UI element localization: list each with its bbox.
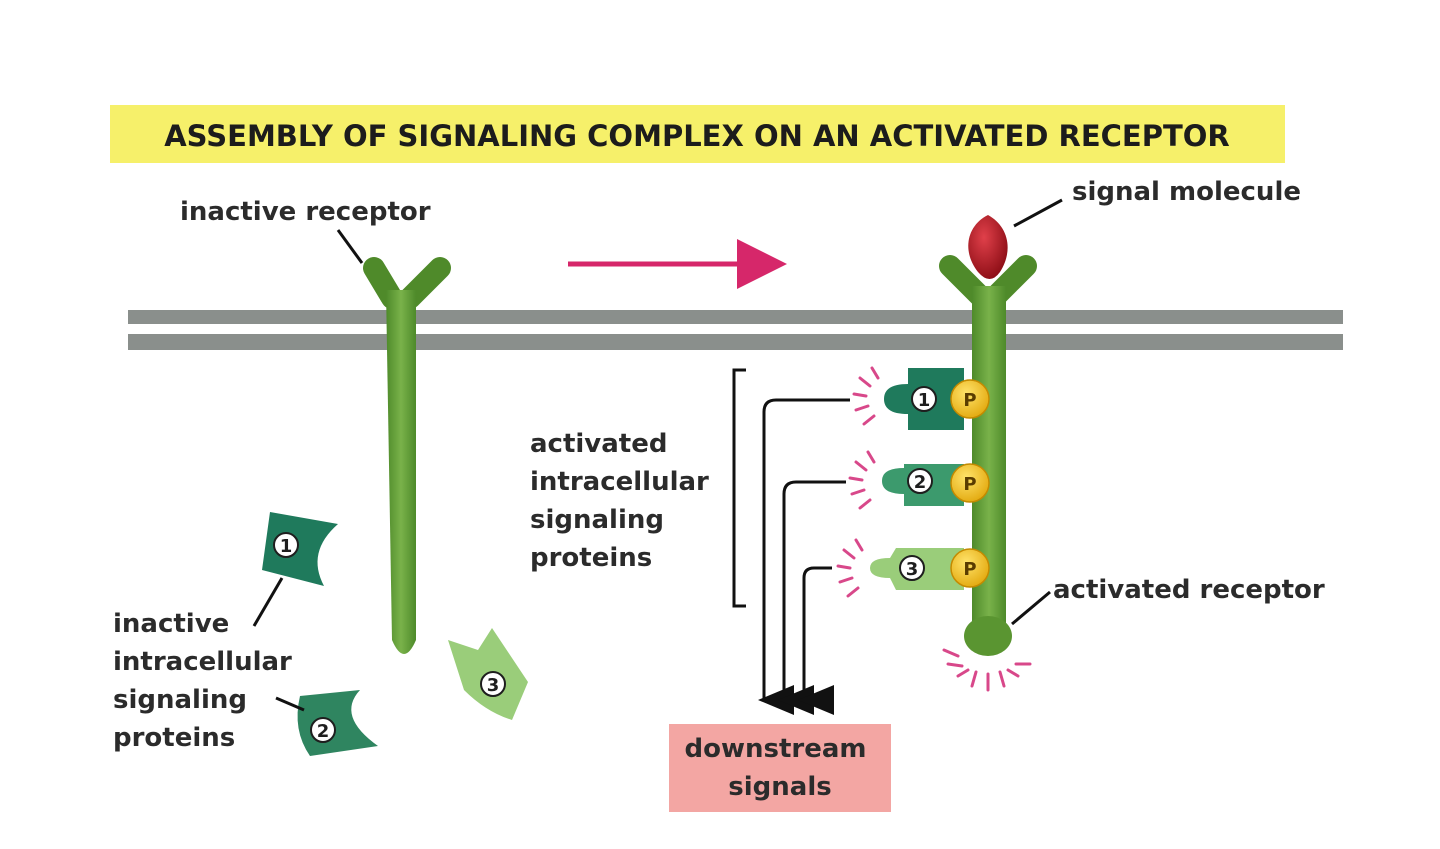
protein-1-activation-marks [852,366,880,426]
inactive-proteins-pointer-1 [252,577,284,627]
inactive-receptor-pointer [336,229,364,264]
protein-number: 2 [914,472,927,493]
downstream-arrows [758,398,850,715]
inactive-protein-1: 1 [262,512,338,586]
docked-protein-2: 2 [882,464,964,506]
title-highlight [110,105,1285,163]
protein-number: 1 [280,536,293,557]
inactive-proteins-label: inactive intracellular signaling protein… [113,609,301,753]
protein-number: 3 [906,559,919,580]
protein-number: 2 [317,721,330,742]
inactive-receptor [363,257,451,654]
signal-molecule-pointer [1013,198,1063,228]
cell-membrane [128,310,1343,350]
phosphate-label: P [963,559,976,580]
inactive-protein-2: 2 [297,690,378,756]
signal-molecule [968,215,1008,279]
diagram-title: ASSEMBLY OF SIGNALING COMPLEX ON AN ACTI… [164,119,1230,153]
receptor-activation-marks [942,648,1032,692]
inactive-receptor-label: inactive receptor [180,197,431,227]
docked-protein-1: 1 [884,368,964,430]
phosphate-label: P [963,474,976,495]
downstream-signals-box [669,724,891,812]
signal-molecule-label: signal molecule [1072,177,1301,207]
phosphate-3 [950,548,990,588]
downstream-signals-label: downstream signals [684,734,875,802]
phosphate-label: P [963,390,976,411]
activated-proteins-label: activated intracellular signaling protei… [530,429,718,573]
protein-number: 3 [487,675,500,696]
protein-number: 1 [918,390,931,411]
activated-receptor-pointer [1011,590,1051,626]
docked-protein-3: 3 [870,548,964,590]
protein-2-activation-marks [848,450,876,510]
activated-proteins-bracket [732,368,746,608]
phosphate-1 [950,379,990,419]
activated-receptor-label: activated receptor [1053,575,1325,605]
inactive-protein-3: 3 [448,628,528,720]
activated-receptor [939,255,1037,656]
protein-3-activation-marks [836,538,864,598]
phosphate-2 [950,463,990,503]
inactive-proteins-pointer-2 [275,696,305,712]
